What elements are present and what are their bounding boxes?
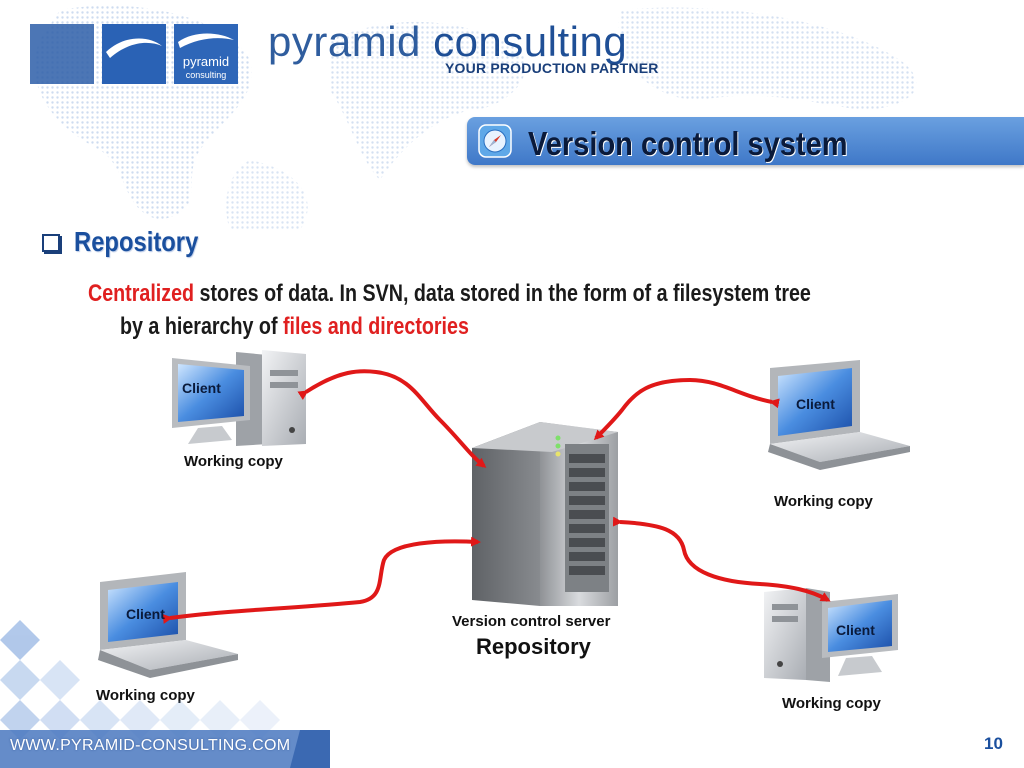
logo-word-pyramid: pyramid [268, 18, 421, 65]
company-logo: pyramid consulting [30, 24, 238, 84]
checkbox-bullet-icon [42, 234, 60, 252]
logo-word-consulting: consulting [433, 18, 628, 65]
working-copy-caption: Working copy [782, 695, 881, 712]
working-copy-caption: Working copy [774, 493, 873, 510]
body-line-2-text: by a hierarchy of [120, 313, 283, 340]
server-icon [472, 422, 618, 606]
client-label: Client [836, 622, 875, 638]
highlight-centralized: Centralized [88, 280, 195, 307]
slide-title: Version control system [528, 125, 848, 162]
page-number: 10 [984, 734, 1003, 753]
logo-wordmark: pyramid consulting [268, 18, 627, 66]
client-desktop-icon [172, 350, 306, 446]
client-laptop-icon [768, 360, 910, 470]
repository-caption: Repository [476, 634, 591, 659]
title-band [467, 117, 1024, 165]
logo-tagline: YOUR PRODUCTION PARTNER [445, 60, 659, 76]
highlight-files-directories: files and directories [282, 313, 469, 340]
logo-small-brand: pyramid [183, 54, 229, 69]
client-label: Client [126, 606, 165, 622]
footer-website-link[interactable]: WWW.PYRAMID-CONSULTING.COM [10, 737, 291, 754]
client-label: Client [182, 380, 221, 396]
arrow-client3-server [162, 536, 481, 624]
server-caption: Version control server [452, 613, 611, 630]
working-copy-caption: Working copy [184, 453, 283, 470]
body-line-1: Centralized stores of data. In SVN, data… [88, 280, 811, 308]
body-line-1-text: stores of data. In SVN, data stored in t… [194, 280, 811, 307]
body-line-2: by a hierarchy of files and directories [120, 313, 469, 341]
connection-arrows [162, 369, 831, 624]
arrow-client1-server [297, 369, 487, 468]
section-heading: Repository [74, 226, 199, 257]
working-copy-caption: Working copy [96, 687, 195, 704]
client-desktop-icon [764, 588, 898, 682]
compass-icon [478, 124, 512, 158]
footer-pattern [0, 620, 330, 768]
arrow-client2-server [593, 377, 780, 441]
logo-small-sub: consulting [186, 70, 227, 80]
arrow-client4-server [612, 516, 831, 602]
client-label: Client [796, 396, 835, 412]
